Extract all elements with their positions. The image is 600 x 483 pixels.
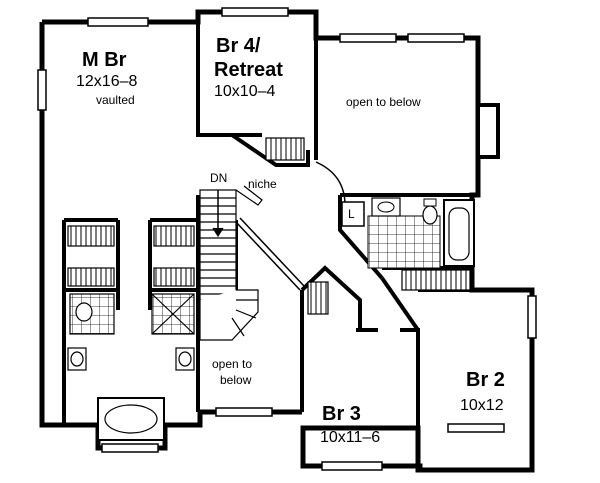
linen-closet [341,201,365,227]
stair-rail-2 [239,217,305,287]
windows [37,7,537,471]
interior-walls [62,12,478,428]
hall-bath-toilet [422,205,438,225]
niche-arc [315,161,346,206]
niche-label: niche [248,177,277,191]
dn-label: DN [210,171,227,185]
closets [67,137,471,315]
hall-bath-sink [377,201,395,213]
br4-name: Br 4/ [216,35,261,57]
br3-size: 10x11–6 [320,429,380,446]
master-bath [67,293,195,441]
linen-label: L [348,207,355,221]
br4-size: 10x10–4 [214,83,275,100]
br2-name: Br 2 [466,369,505,391]
hall-bath-tub-inner [448,207,470,261]
m-br-size: 12x16–8 [76,73,137,90]
chimney-box [476,103,500,159]
m-br-note: vaulted [96,93,135,107]
br3-name: Br 3 [322,403,361,425]
open-below-top-label: open to below [346,95,421,109]
m-br-name: M Br [82,49,127,71]
hall-bath-floor [367,215,441,269]
stair-rail [235,221,301,291]
br4-name-line2: Retreat [214,59,283,81]
open-below-stair-label-2: below [220,373,252,387]
open-below-stair-label-1: open to [212,357,252,371]
br2-size: 10x12 [460,397,504,414]
stairs [199,185,263,341]
